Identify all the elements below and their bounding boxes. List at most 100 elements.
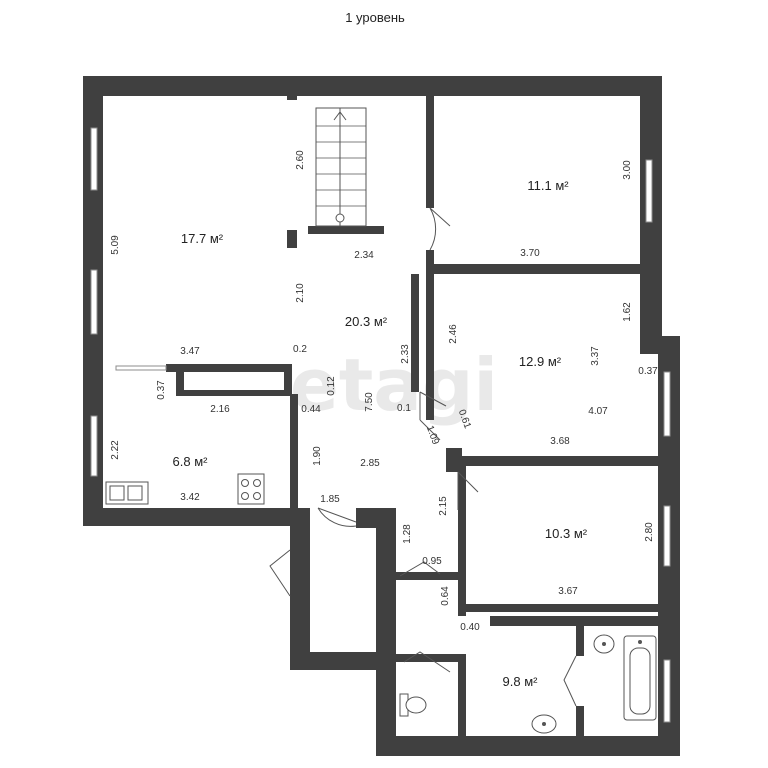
door-bedroom-b [419,391,447,420]
wall-kitchen-bottom [83,508,293,526]
dim-0-40: 0.40 [460,622,480,633]
area-bedroom-a: 11.1 м² [527,178,569,193]
watermark-text: etagi [290,343,498,427]
area-bathroom: 9.8 м² [503,674,539,689]
dim-3-42: 3.42 [180,492,200,503]
door-corridor [399,561,441,577]
dim-0-37-right: 0.37 [638,366,658,377]
staircase [315,107,367,227]
wall-kitchen-right [290,394,298,526]
windows [90,127,671,723]
wall-living-bedroom [426,96,434,208]
wall-closet-right [376,508,396,756]
area-bedroom-c: 10.3 м² [545,526,588,541]
dim-0-37-left: 0.37 [156,380,167,400]
doors [269,207,577,707]
wall-bedroom-c-left [458,466,466,616]
dim-0-95: 0.95 [422,556,442,567]
dim-2-34: 2.34 [354,250,374,261]
dim-4-07: 4.07 [588,406,608,417]
wall-stub [287,94,297,100]
wall-stair-base [308,226,384,234]
wall-bath-div-top [576,626,584,656]
dim-0-2: 0.2 [293,344,307,355]
dim-3-68: 3.68 [550,436,570,447]
dim-2-46: 2.46 [448,324,459,344]
wall-bedroom-b-left-outer [411,274,419,392]
dim-1-28: 1.28 [402,524,413,544]
dim-1-90: 1.90 [312,446,323,466]
door-closet-top [317,507,357,527]
dim-2-15: 2.15 [438,496,449,516]
dim-5-09: 5.09 [110,235,121,255]
wall-kitchen-notch [176,372,184,396]
dim-2-80: 2.80 [644,522,655,542]
dim-2-33: 2.33 [400,344,411,364]
dimensions: 2.60 5.09 2.34 2.10 3.47 0.2 3.00 3.70 1… [110,150,658,633]
wall-wc-top [396,654,466,662]
door-wc [403,651,451,673]
pillar [287,230,297,248]
wall-hall-stub [356,508,396,528]
window-right-2 [663,371,671,437]
dim-2-10: 2.10 [295,283,306,303]
area-living-a: 17.7 м² [181,231,224,246]
wall-bottom [376,736,680,756]
dim-0-44: 0.44 [301,404,321,415]
wall-top [83,76,662,96]
door-bedroom-c [457,471,479,510]
area-hall: 20.3 м² [345,314,388,329]
wall-bedroom-a-bottom [426,264,642,274]
wall-closet-bottom [290,652,396,670]
window-right-4 [663,659,671,723]
toilet-bowl [405,696,427,714]
wall-closet-left [290,508,310,670]
stove [237,473,265,505]
door-bathroom [563,655,577,707]
dim-2-22: 2.22 [110,440,121,460]
dim-2-85: 2.85 [360,458,380,469]
interior-walls [166,94,660,738]
room-areas: 17.7 м² 20.3 м² 11.1 м² 12.9 м² 6.8 м² 1… [173,178,588,689]
window-right-3 [663,505,671,567]
dim-1-62: 1.62 [622,302,633,322]
window-left-1 [90,127,98,191]
door-closet-left [269,549,291,597]
dim-7-50: 7.50 [364,392,375,412]
wall-corridor [396,572,466,580]
wall-bedroom-c-bottom [458,604,660,612]
wall-bedroom-b-bottom [450,456,660,466]
dim-3-37: 3.37 [590,346,601,366]
wall-kitchen-right-top [284,364,292,394]
wall-wc-right [458,654,466,738]
window-kitchen-top [115,365,167,371]
dim-3-47: 3.47 [180,346,200,357]
dim-1-09: 1.09 [424,424,441,446]
dim-3-67: 3.67 [558,586,578,597]
dim-0-64: 0.64 [440,586,451,606]
window-left-2 [90,269,98,335]
dim-3-70: 3.70 [520,248,540,259]
plan-title: 1 уровень [345,10,405,25]
wall-bath-top [490,616,660,626]
wall-bedroom-b-left [426,274,434,420]
dim-0-1: 0.1 [397,403,411,414]
dim-1-85: 1.85 [320,494,340,505]
dim-2-16: 2.16 [210,404,230,415]
dim-0-12: 0.12 [326,376,337,396]
wall-left-upper [83,76,103,364]
area-kitchen: 6.8 м² [173,454,209,469]
wall-kitchen-notch-bottom [176,390,290,396]
fixtures [105,473,657,734]
door-bedroom-b-swing [419,419,441,441]
wall-bath-div-bottom [576,706,584,738]
area-bedroom-b: 12.9 м² [519,354,562,369]
window-right-1 [645,159,653,223]
door-bedroom-a [429,207,451,251]
exterior-walls [83,76,680,756]
wall-kitchen-top [166,364,290,372]
dim-3-00: 3.00 [622,160,633,180]
dim-2-60: 2.60 [295,150,306,170]
wall-living-bedroom-lower [426,250,434,274]
